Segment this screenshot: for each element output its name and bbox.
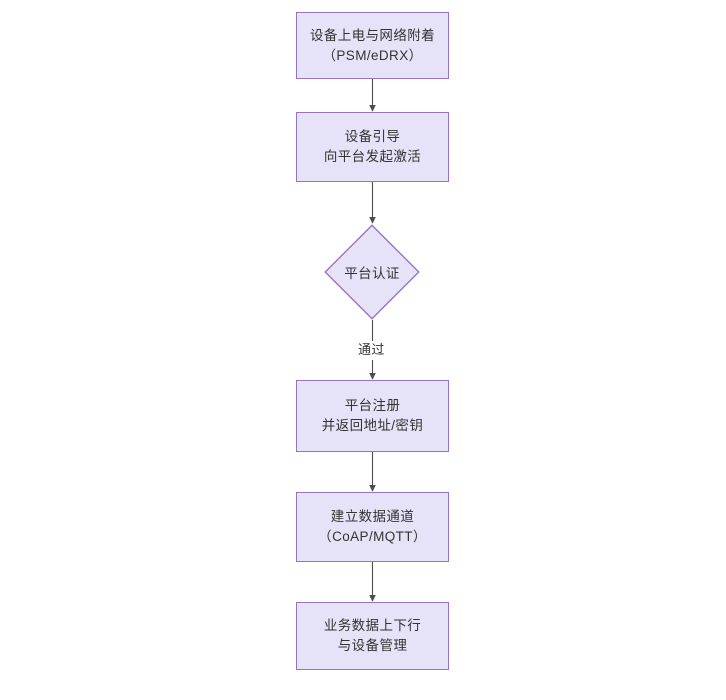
node-platform-register[interactable]: 平台注册 并返回地址/密钥 — [296, 380, 449, 452]
node-platform-auth-label: 平台认证 — [344, 266, 400, 281]
edge-label-pass: 通过 — [355, 341, 388, 359]
node-platform-register-line1: 平台注册 — [344, 398, 401, 413]
node-platform-register-line2: 并返回地址/密钥 — [321, 418, 424, 433]
node-business-data-line1: 业务数据上下行 — [323, 618, 422, 633]
node-data-channel-line1: 建立数据通道 — [330, 509, 415, 524]
node-power-on[interactable]: 设备上电与网络附着 （PSM/eDRX） — [296, 12, 449, 79]
node-bootstrap-line1: 设备引导 — [344, 129, 401, 144]
node-business-data-line2: 与设备管理 — [337, 638, 408, 653]
node-bootstrap[interactable]: 设备引导 向平台发起激活 — [296, 112, 449, 182]
node-business-data[interactable]: 业务数据上下行 与设备管理 — [296, 602, 449, 670]
node-data-channel[interactable]: 建立数据通道 （CoAP/MQTT） — [296, 492, 449, 562]
node-platform-auth[interactable]: 平台认证 — [324, 224, 420, 320]
node-power-on-line1: 设备上电与网络附着 — [309, 27, 436, 43]
node-power-on-line2: （PSM/eDRX） — [322, 47, 423, 63]
node-bootstrap-line2: 向平台发起激活 — [323, 149, 422, 164]
node-data-channel-line2: （CoAP/MQTT） — [318, 529, 427, 544]
diamond-shape-icon — [324, 224, 420, 320]
